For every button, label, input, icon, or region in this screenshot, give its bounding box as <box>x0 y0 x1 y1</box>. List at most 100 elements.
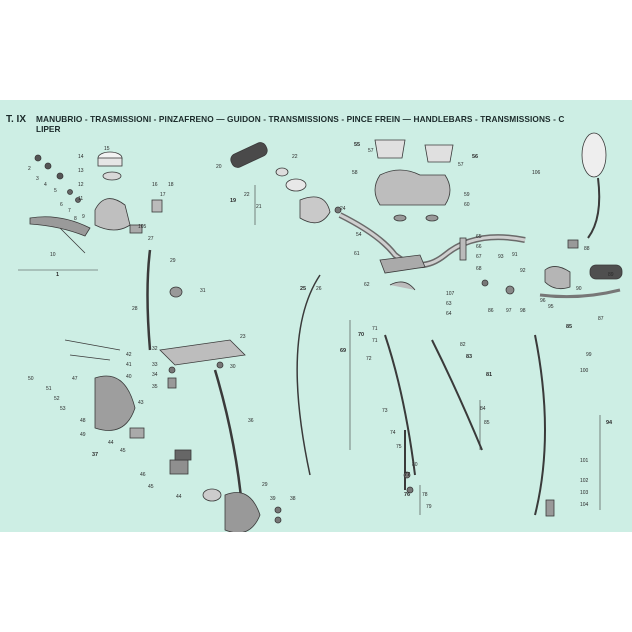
callout-61: 61 <box>354 251 360 257</box>
callout-18: 18 <box>168 182 174 188</box>
callout-25: 25 <box>300 286 306 292</box>
callout-36: 36 <box>248 418 254 424</box>
callout-107: 107 <box>446 291 455 297</box>
callout-104: 104 <box>580 502 589 508</box>
throttle-grip-assembly <box>230 142 342 224</box>
callout-85: 85 <box>566 324 572 330</box>
callout-99: 99 <box>586 352 592 358</box>
callout-55: 55 <box>354 142 360 148</box>
callout-16: 16 <box>152 182 158 188</box>
callout-73: 73 <box>382 408 388 414</box>
callout-54: 54 <box>356 232 362 238</box>
callout-103: 103 <box>580 490 589 496</box>
callout-35: 35 <box>152 384 158 390</box>
callout-29: 29 <box>170 258 176 264</box>
callout-19: 19 <box>230 198 236 204</box>
callout-34: 34 <box>152 372 158 378</box>
callout-38: 38 <box>290 496 296 502</box>
callout-83: 83 <box>466 354 472 360</box>
callout-11: 11 <box>78 196 83 202</box>
callout-69: 69 <box>340 348 346 354</box>
callout-82: 82 <box>460 342 466 348</box>
callout-106: 106 <box>532 170 541 176</box>
callout-98: 98 <box>520 308 526 314</box>
callout-27: 27 <box>148 236 154 242</box>
callout-57: 57 <box>368 148 374 154</box>
callout-65: 65 <box>476 234 482 240</box>
callout-93: 93 <box>498 254 504 260</box>
callout-71: 71 <box>372 326 378 332</box>
callout-87: 87 <box>598 316 604 322</box>
fluid-reservoirs <box>374 139 454 222</box>
master-cylinder-assembly <box>29 151 183 351</box>
callout-41: 41 <box>126 362 132 368</box>
callout-42: 42 <box>126 352 132 358</box>
callout-56: 56 <box>472 154 478 160</box>
callout-44b: 44 <box>176 494 182 500</box>
callout-57b: 57 <box>458 162 464 168</box>
callout-39: 39 <box>270 496 276 502</box>
callout-90: 90 <box>576 286 582 292</box>
callout-68: 68 <box>476 266 482 272</box>
callout-74: 74 <box>390 430 396 436</box>
callout-29b: 29 <box>262 482 268 488</box>
callout-84: 84 <box>480 406 486 412</box>
callout-22: 22 <box>292 154 298 160</box>
callout-64: 64 <box>446 311 452 317</box>
callout-9: 9 <box>82 214 85 220</box>
callout-32: 32 <box>152 346 158 352</box>
mirror <box>567 132 607 249</box>
callout-77: 77 <box>404 472 410 478</box>
callout-76: 76 <box>404 492 410 498</box>
exploded-parts-drawing: 15 14 13 12 11 2 3 4 5 6 7 8 9 10 1 105 … <box>18 132 623 532</box>
callout-22b: 22 <box>244 192 250 198</box>
callout-105: 105 <box>138 224 147 230</box>
plate-title-line2: LIPER <box>36 124 61 134</box>
callout-13: 13 <box>78 168 84 174</box>
callout-3: 3 <box>36 176 39 182</box>
callout-5: 5 <box>54 188 57 194</box>
callout-14: 14 <box>78 154 84 160</box>
callout-100: 100 <box>580 368 589 374</box>
callout-43: 43 <box>138 400 144 406</box>
callout-23: 23 <box>240 334 246 340</box>
group-brackets <box>18 185 601 515</box>
callout-20: 20 <box>216 164 222 170</box>
control-cables <box>296 274 555 517</box>
callout-10: 10 <box>50 252 56 258</box>
callout-48: 48 <box>80 418 86 424</box>
plate-number: T. IX <box>6 114 27 125</box>
callout-97: 97 <box>506 308 512 314</box>
callout-62: 62 <box>364 282 370 288</box>
callout-71b: 71 <box>372 338 378 344</box>
callout-94: 94 <box>606 420 613 426</box>
callout-70: 70 <box>358 332 364 338</box>
callout-78: 78 <box>422 492 428 498</box>
callout-37: 37 <box>92 452 98 458</box>
part-number-callouts: 15 14 13 12 11 2 3 4 5 6 7 8 9 10 1 105 … <box>28 142 614 510</box>
callout-28: 28 <box>132 306 138 312</box>
callout-47: 47 <box>72 376 78 382</box>
callout-21: 21 <box>256 204 262 210</box>
callout-85b: 85 <box>484 420 490 426</box>
callout-60: 60 <box>464 202 470 208</box>
callout-31: 31 <box>200 288 206 294</box>
callout-6: 6 <box>60 202 63 208</box>
callout-96: 96 <box>540 298 546 304</box>
callout-12: 12 <box>78 182 84 188</box>
callout-92: 92 <box>520 268 526 274</box>
callout-66: 66 <box>476 244 482 250</box>
callout-102: 102 <box>580 478 589 484</box>
callout-7: 7 <box>68 208 71 214</box>
callout-86: 86 <box>488 308 494 314</box>
brake-caliper-assembly <box>64 339 282 532</box>
callout-59: 59 <box>464 192 470 198</box>
callout-40: 40 <box>126 374 132 380</box>
plate-title-line1: MANUBRIO - TRASMISSIONI - PINZAFRENO — G… <box>36 114 565 124</box>
callout-91: 91 <box>512 252 518 258</box>
callout-50: 50 <box>28 376 34 382</box>
callout-15: 15 <box>104 146 110 152</box>
callout-30: 30 <box>230 364 236 370</box>
callout-88: 88 <box>584 246 590 252</box>
callout-79: 79 <box>426 504 432 510</box>
